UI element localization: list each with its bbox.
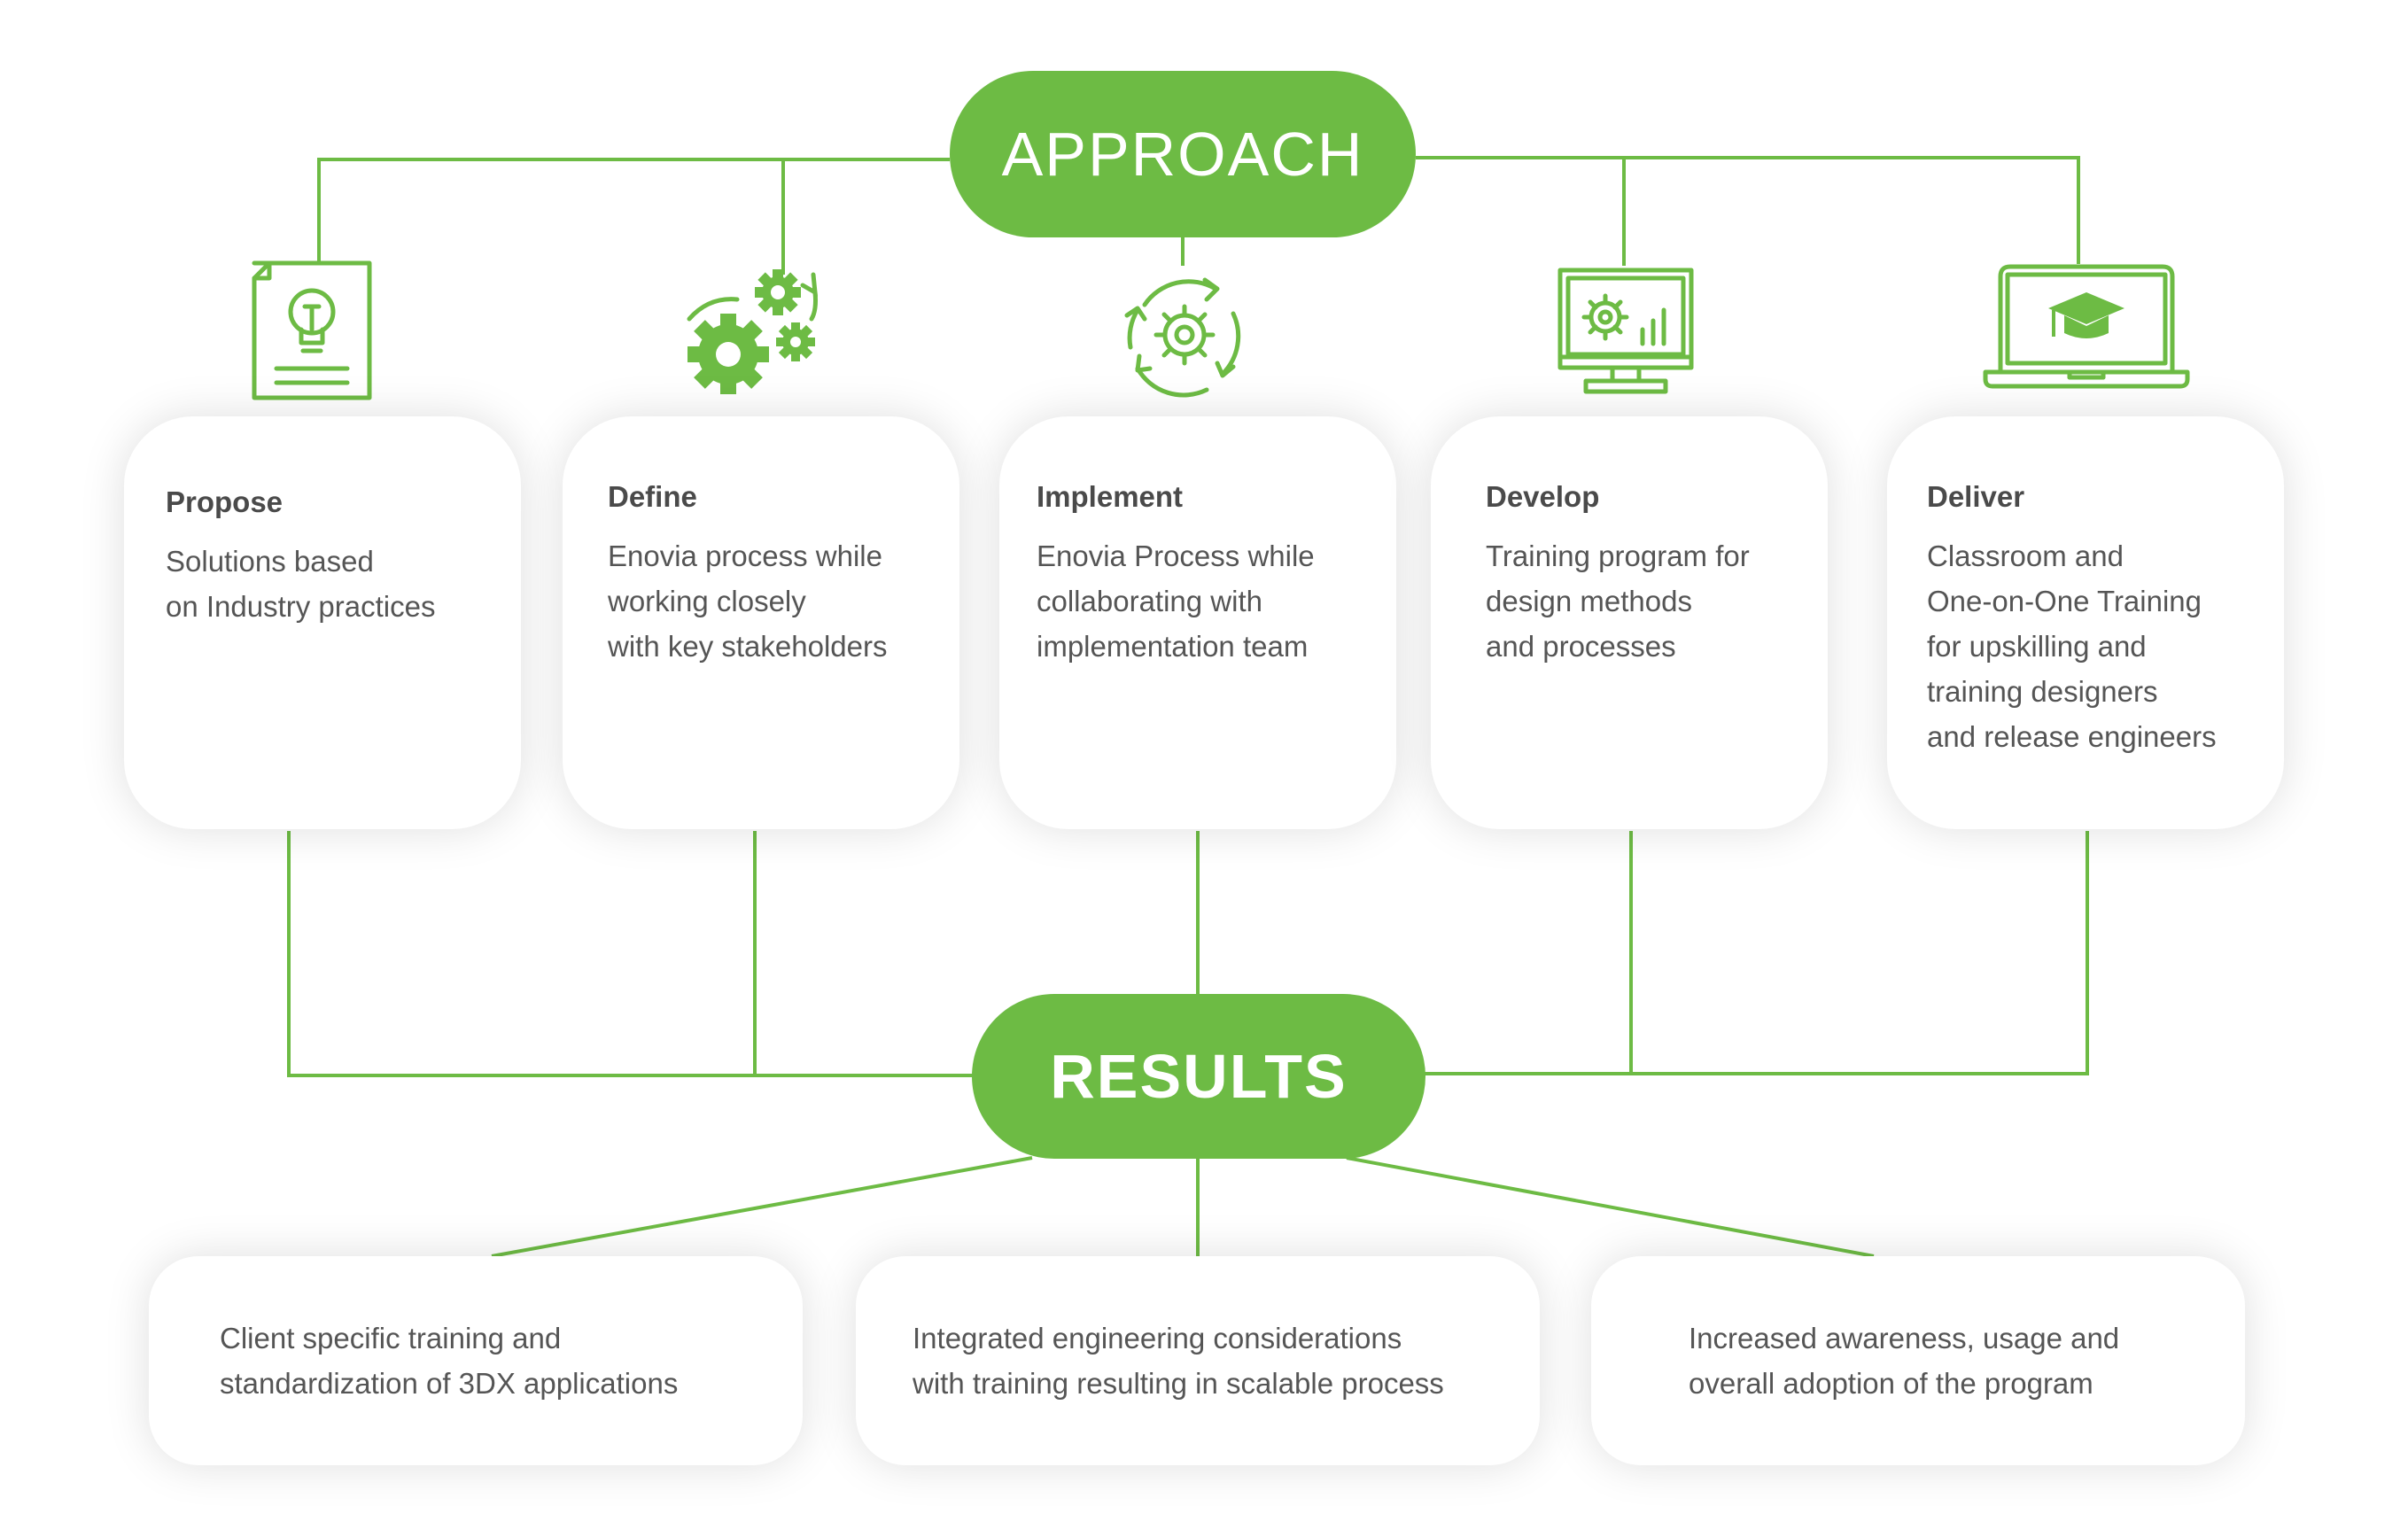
connector-propose-results xyxy=(287,831,975,1077)
step-description: Classroom and One-on-One Training for up… xyxy=(1927,540,2217,753)
step-description: Enovia Process while collaborating with … xyxy=(1037,540,1315,663)
step-title: Develop xyxy=(1486,480,1600,513)
outcome-card-3: Increased awareness, usage and overall a… xyxy=(1591,1256,2245,1465)
approach-label: APPROACH xyxy=(1001,120,1364,189)
document-lightbulb-icon xyxy=(252,260,372,400)
step-title: Propose xyxy=(166,485,284,518)
connector-approach-propose xyxy=(317,158,950,261)
results-pill: RESULTS xyxy=(972,994,1425,1159)
outcome-card-2: Integrated engineering considerations wi… xyxy=(856,1256,1540,1465)
step-title: Define xyxy=(608,480,697,513)
step-card-implement: Implement Enovia Process while collabora… xyxy=(999,416,1396,829)
step-card-define: Define Enovia process while working clos… xyxy=(563,416,959,829)
cycle-gear-icon xyxy=(1124,277,1241,398)
outcome-text: Integrated engineering considerations wi… xyxy=(913,1322,1444,1400)
connector-deliver-results xyxy=(1422,831,2089,1075)
outcome-text: Increased awareness, usage and overall a… xyxy=(1689,1322,2120,1400)
step-card-propose: Propose Solutions based on Industry prac… xyxy=(124,416,521,829)
step-description: Training program for design methods and … xyxy=(1486,540,1750,663)
outcome-card-1: Client specific training and standardiza… xyxy=(149,1256,803,1465)
step-title: Implement xyxy=(1037,480,1184,513)
step-card-develop: Develop Training program for design meth… xyxy=(1431,416,1828,829)
approach-pill: APPROACH xyxy=(950,71,1416,237)
step-description: Solutions based on Industry practices xyxy=(166,545,436,623)
monitor-gear-chart-icon xyxy=(1557,268,1694,394)
step-card-deliver: Deliver Classroom and One-on-One Trainin… xyxy=(1887,416,2284,829)
laptop-graduation-cap-icon xyxy=(1983,264,2190,389)
connector-results-outcome-1 xyxy=(491,1156,1033,1258)
connector-approach-develop-deliver xyxy=(1416,156,2080,264)
step-description: Enovia process while working closely wit… xyxy=(608,540,888,663)
outcome-text: Client specific training and standardiza… xyxy=(220,1322,679,1400)
gears-icon xyxy=(687,269,818,394)
results-label: RESULTS xyxy=(1050,1042,1348,1111)
step-title: Deliver xyxy=(1927,480,2025,513)
connector-results-outcome-3 xyxy=(1346,1156,1875,1258)
